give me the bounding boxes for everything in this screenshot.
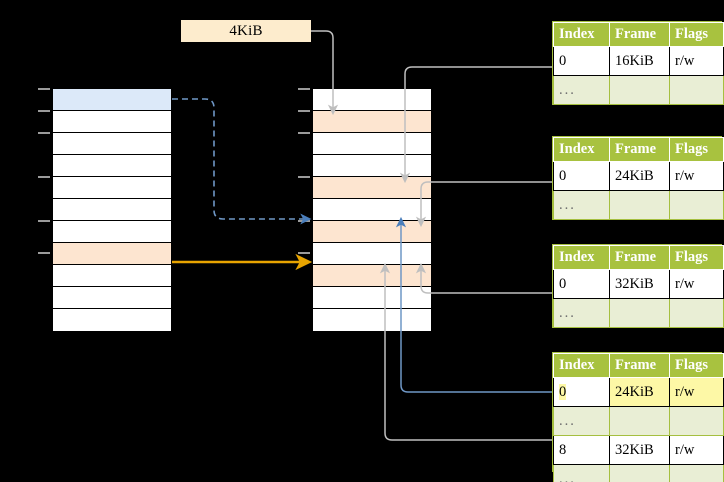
table-cell: r/w — [669, 161, 724, 191]
memory-block-row — [312, 308, 432, 332]
table-cell: 0 — [553, 161, 610, 191]
column-header-frame: Frame — [609, 22, 670, 47]
table-ellipsis-row: ... — [553, 190, 724, 220]
column-header-flags: Flags — [669, 245, 724, 270]
table-cell: 16KiB — [609, 46, 670, 76]
table-cell: 32KiB — [609, 269, 670, 299]
column-header-flags: Flags — [669, 22, 724, 47]
row-tick-mark — [298, 132, 310, 134]
memory-block-row — [52, 198, 172, 222]
table-cell: 0 — [553, 269, 610, 299]
memory-block-row — [52, 176, 172, 200]
column-header-flags: Flags — [669, 137, 724, 162]
wire-pt2-to-frame — [415, 181, 552, 228]
row-tick-mark — [38, 132, 50, 134]
row-tick-mark — [38, 88, 50, 90]
table-cell — [609, 464, 670, 482]
table-cell — [669, 406, 724, 436]
memory-block-row — [312, 154, 432, 178]
table-cell — [669, 75, 724, 105]
table-cell: 32KiB — [609, 435, 670, 465]
table-cell: r/w — [669, 269, 724, 299]
table-cell: ... — [553, 75, 610, 105]
memory-block-row — [52, 286, 172, 310]
table-cell: 24KiB — [609, 161, 670, 191]
table-cell: r/w — [669, 46, 724, 76]
column-header-index: Index — [553, 137, 610, 162]
row-tick-mark — [38, 176, 50, 178]
row-tick-mark — [298, 220, 310, 222]
memory-block-row — [52, 132, 172, 156]
memory-block-row — [52, 154, 172, 178]
row-tick-mark — [298, 110, 310, 112]
row-tick-mark — [38, 220, 50, 222]
table-ellipsis-row: ... — [553, 406, 724, 436]
column-header-frame: Frame — [609, 137, 670, 162]
column-header-index: Index — [553, 245, 610, 270]
memory-block-row — [312, 198, 432, 222]
size-label-4kib: 4KiB — [181, 20, 311, 42]
memory-block-row — [312, 286, 432, 310]
table-cell: ... — [553, 464, 610, 482]
table-cell: ... — [553, 190, 610, 220]
table-ellipsis-row: ... — [553, 75, 724, 105]
table-ellipsis-row: ... — [553, 464, 724, 482]
table-cell: 0 — [553, 377, 610, 407]
table-ellipsis-row: ... — [553, 298, 724, 328]
table-cell — [669, 190, 724, 220]
memory-block-row — [312, 132, 432, 156]
table-cell — [609, 298, 670, 328]
row-tick-mark — [38, 252, 50, 254]
memory-block-row — [52, 308, 172, 332]
memory-block-row — [52, 220, 172, 244]
memory-block-row — [52, 264, 172, 288]
row-tick-mark — [38, 110, 50, 112]
column-header-frame: Frame — [609, 353, 670, 378]
wire-virtual-to-physical-dashed — [172, 98, 312, 225]
memory-block-row — [52, 242, 172, 266]
memory-block-row — [312, 176, 432, 200]
table-cell: 24KiB — [609, 377, 670, 407]
memory-block-row — [52, 88, 172, 112]
row-tick-mark — [298, 252, 310, 254]
memory-block-row — [52, 110, 172, 134]
table-cell — [609, 75, 670, 105]
column-header-frame: Frame — [609, 245, 670, 270]
memory-block-row — [312, 88, 432, 112]
column-header-flags: Flags — [669, 353, 724, 378]
table-cell: 0 — [553, 46, 610, 76]
table-cell: r/w — [669, 435, 724, 465]
table-cell: ... — [553, 406, 610, 436]
table-cell — [609, 406, 670, 436]
row-tick-mark — [298, 176, 310, 178]
wire-pt3-to-frame — [415, 262, 552, 294]
column-header-index: Index — [553, 353, 610, 378]
table-cell — [669, 464, 724, 482]
column-header-index: Index — [553, 22, 610, 47]
table-cell — [609, 190, 670, 220]
table-cell: 8 — [553, 435, 610, 465]
memory-block-row — [312, 264, 432, 288]
table-cell — [669, 298, 724, 328]
memory-block-row — [312, 242, 432, 266]
memory-block-row — [312, 110, 432, 134]
table-cell: ... — [553, 298, 610, 328]
row-tick-mark — [298, 88, 310, 90]
table-cell: r/w — [669, 377, 724, 407]
memory-block-row — [312, 220, 432, 244]
